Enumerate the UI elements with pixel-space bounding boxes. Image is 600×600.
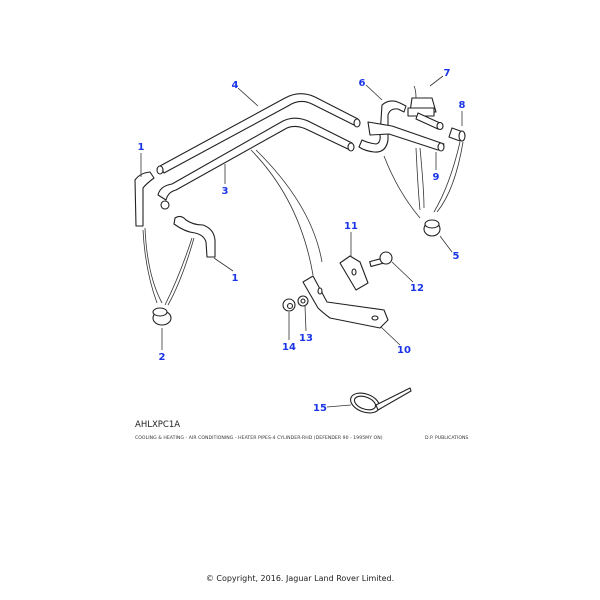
callout-5[interactable]: 5 bbox=[453, 251, 460, 262]
callout-11[interactable]: 11 bbox=[344, 221, 358, 232]
cable-tie-15[interactable] bbox=[348, 387, 412, 417]
publisher: D.P. PUBLICATIONS bbox=[425, 436, 469, 441]
bracket-10[interactable] bbox=[302, 275, 389, 329]
callout-7[interactable]: 7 bbox=[444, 68, 451, 79]
callout-6[interactable]: 6 bbox=[359, 78, 366, 89]
callout-1[interactable]: 1 bbox=[232, 273, 239, 284]
reference-code: AHLXPC1A bbox=[135, 420, 181, 430]
hose-1-left[interactable] bbox=[134, 171, 155, 227]
callout-2[interactable]: 2 bbox=[159, 352, 166, 363]
callout-4[interactable]: 4 bbox=[232, 80, 239, 91]
hose-9[interactable] bbox=[367, 121, 445, 151]
callout-12[interactable]: 12 bbox=[410, 283, 424, 294]
callout-13[interactable]: 13 bbox=[299, 333, 313, 344]
hose-8[interactable] bbox=[448, 127, 466, 142]
callout-15[interactable]: 15 bbox=[313, 403, 327, 414]
callout-10[interactable]: 10 bbox=[397, 345, 411, 356]
callout-1[interactable]: 1 bbox=[138, 142, 145, 153]
leader-lines bbox=[140, 75, 464, 408]
copyright: © Copyright, 2016. Jaguar Land Rover Lim… bbox=[205, 574, 395, 583]
callouts: 1 1 2 3 4 5 6 7 8 9 10 11 12 13 14 15 bbox=[138, 68, 466, 414]
valve-7[interactable] bbox=[407, 85, 444, 131]
callout-8[interactable]: 8 bbox=[459, 100, 466, 111]
callout-3[interactable]: 3 bbox=[222, 186, 229, 197]
callout-9[interactable]: 9 bbox=[433, 172, 440, 183]
callout-14[interactable]: 14 bbox=[282, 342, 296, 353]
pipe-4[interactable] bbox=[156, 93, 361, 175]
pipe-3[interactable] bbox=[157, 117, 355, 210]
bolt-12[interactable] bbox=[369, 251, 393, 268]
hose-1-lower[interactable] bbox=[173, 215, 216, 258]
diagram-caption: COOLING & HEATING - AIR CONDITIONING - H… bbox=[135, 436, 383, 441]
